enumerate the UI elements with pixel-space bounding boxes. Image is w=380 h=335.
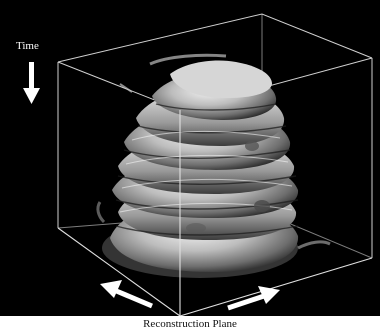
volume-render (0, 0, 380, 316)
diagonal-arrow-icon-right (228, 286, 280, 308)
reconstructed-surface (98, 55, 330, 278)
down-arrow-icon (23, 62, 40, 104)
reconstruction-plane-label: Reconstruction Plane (0, 318, 380, 330)
diagonal-arrow-icon (100, 280, 152, 306)
volume-render-panel: Time (0, 0, 380, 316)
time-label: Time (16, 40, 39, 52)
